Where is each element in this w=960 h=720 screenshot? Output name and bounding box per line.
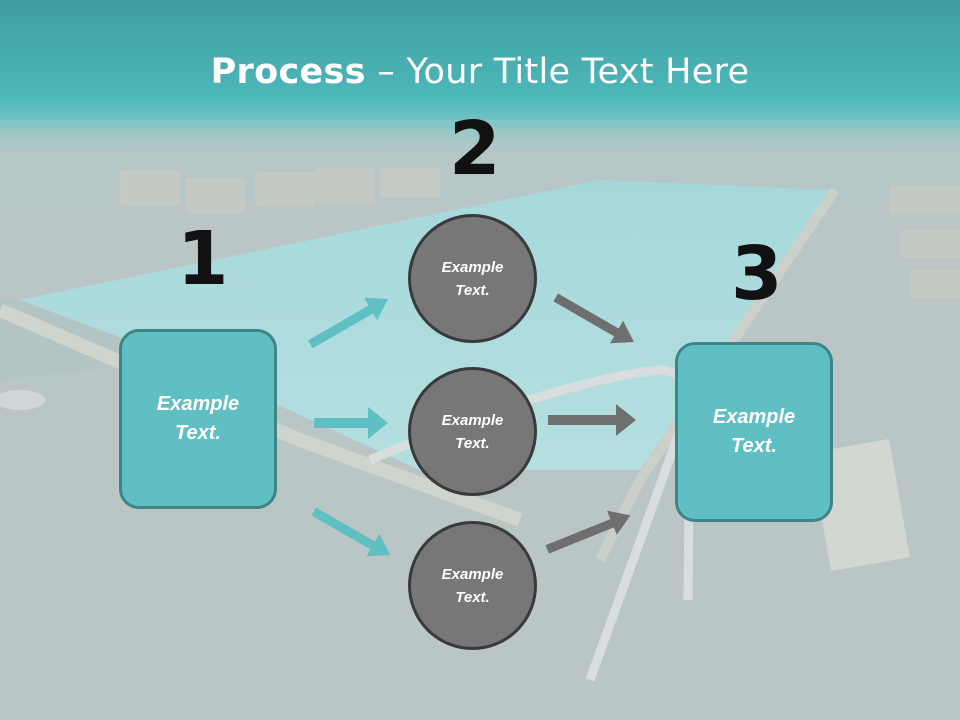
circle-2-text-line2: Text. bbox=[455, 434, 490, 452]
step-number-2: 2 bbox=[449, 106, 501, 192]
circle-3-text-line1: Example bbox=[441, 565, 504, 583]
gray-arrow-up bbox=[545, 510, 631, 554]
teal-arrow-down bbox=[311, 507, 391, 557]
gray-arrow-right bbox=[548, 404, 636, 436]
teal-arrow-right bbox=[314, 407, 388, 439]
step-number-1: 1 bbox=[177, 216, 229, 302]
circle-3-text-line2: Text. bbox=[455, 588, 490, 606]
circle-3: Example Text. bbox=[408, 521, 537, 650]
step-number-3: 3 bbox=[731, 231, 783, 317]
teal-arrow-up bbox=[308, 297, 388, 349]
slide-title: Process – Your Title Text Here bbox=[0, 52, 960, 92]
circle-1-text-line2: Text. bbox=[455, 281, 490, 299]
step-3-text-line2: Text. bbox=[731, 435, 777, 457]
step-1-text-line2: Text. bbox=[175, 422, 221, 444]
gray-arrow-down bbox=[553, 293, 634, 344]
circle-1: Example Text. bbox=[408, 214, 537, 343]
step-3-box: Example Text. bbox=[675, 342, 833, 522]
circle-1-text-line1: Example bbox=[441, 258, 504, 276]
circle-2: Example Text. bbox=[408, 367, 537, 496]
title-rest: – Your Title Text Here bbox=[365, 52, 750, 92]
step-3-text-line1: Example bbox=[712, 406, 796, 428]
step-1-box: Example Text. bbox=[119, 329, 277, 509]
title-bold: Process bbox=[210, 52, 366, 92]
circle-2-text-line1: Example bbox=[441, 411, 504, 429]
step-1-text-line1: Example bbox=[156, 393, 240, 415]
